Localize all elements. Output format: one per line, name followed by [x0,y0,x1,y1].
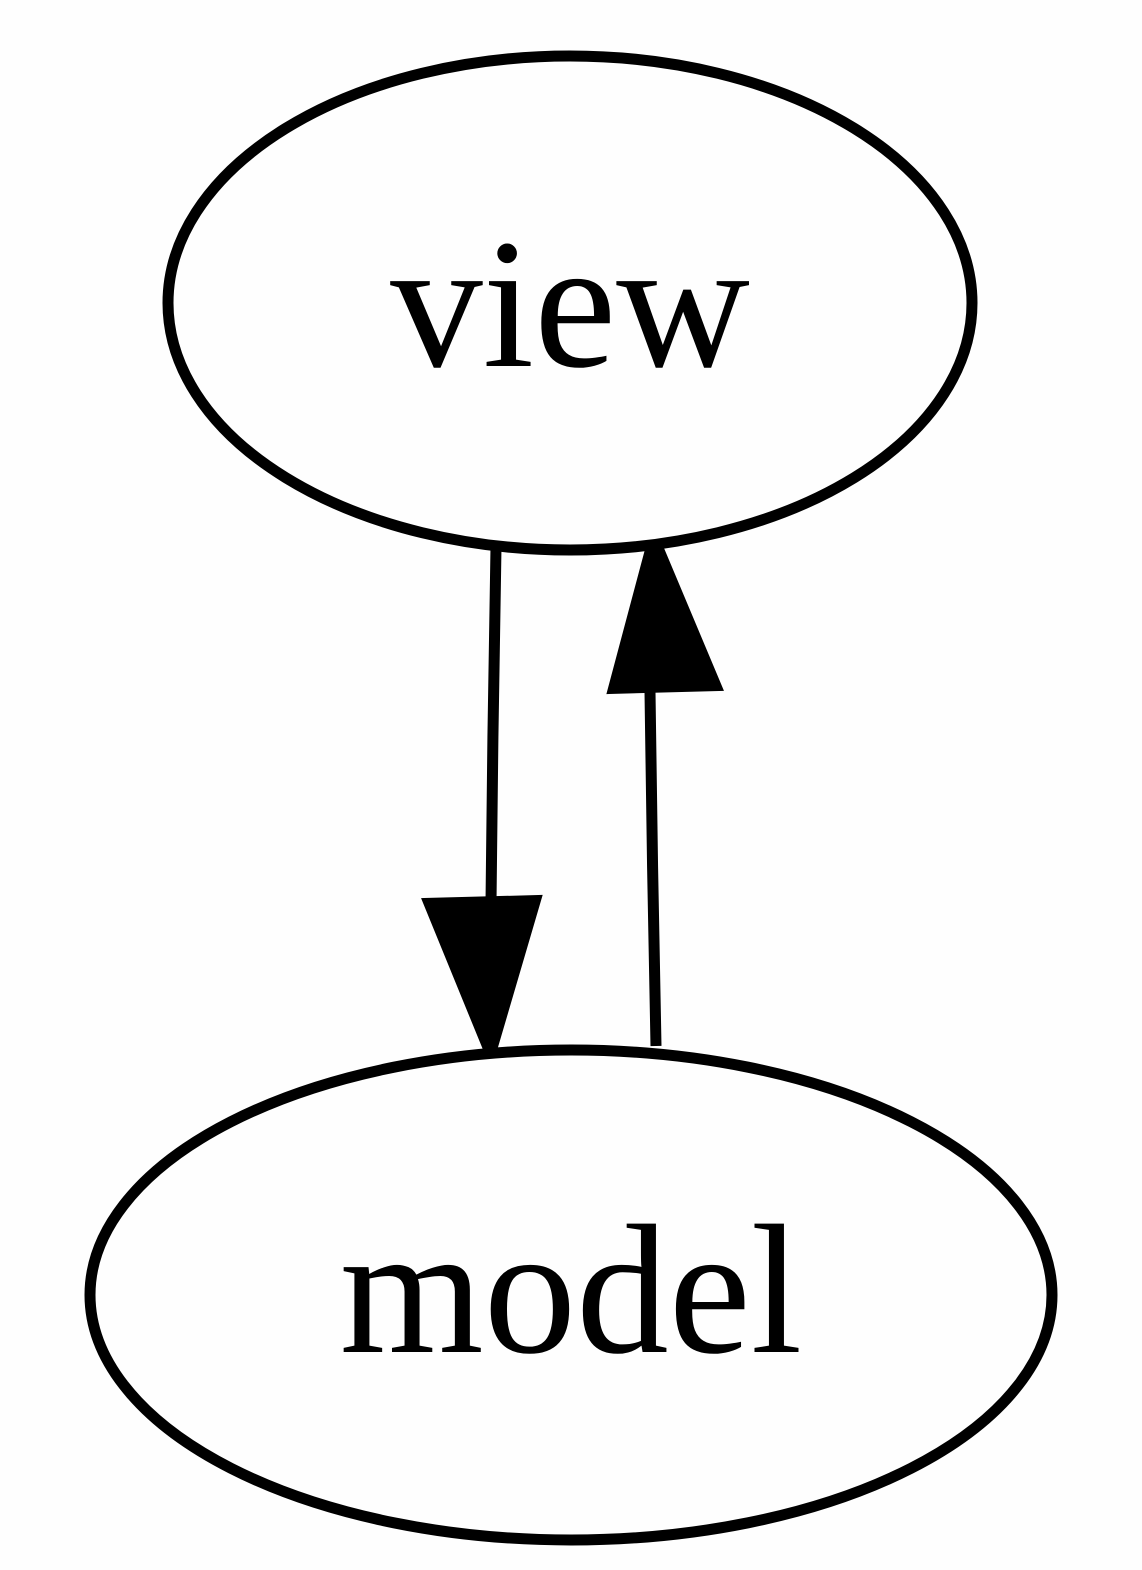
node-model-label: model [340,1188,802,1393]
node-model[interactable]: model [84,1044,1058,1546]
edge-view-to-model-arrowhead-icon [421,894,543,1071]
edge-model-to-view-arrowhead-icon [606,520,724,695]
node-view[interactable]: view [162,50,978,556]
node-model-ellipse [84,1044,1058,1546]
edge-view-to-model[interactable] [421,546,543,1071]
edge-view-to-model-line [485,546,502,904]
node-view-label: view [390,202,750,407]
node-view-ellipse [162,50,978,556]
edge-model-to-view[interactable] [606,520,724,1047]
edge-model-to-view-line [644,691,662,1047]
